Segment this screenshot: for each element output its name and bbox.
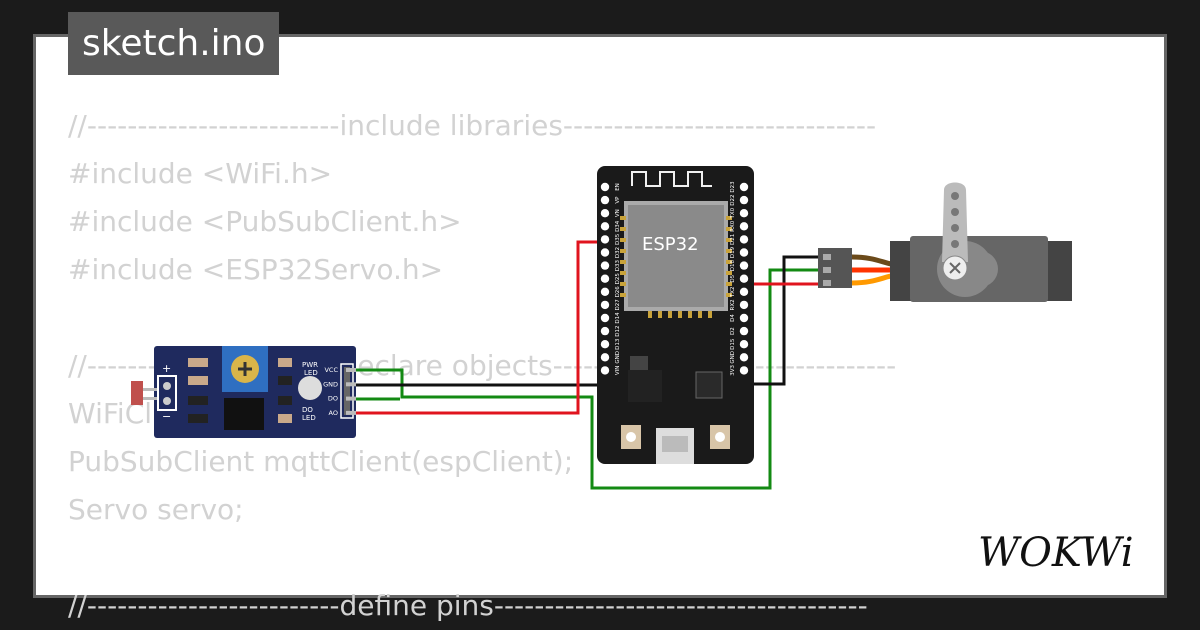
esp32-pin[interactable] — [739, 222, 749, 231]
chip-icon — [224, 398, 264, 430]
sensor-pin-label: DO — [328, 395, 338, 403]
esp32-pin[interactable] — [600, 353, 610, 362]
esp32-pin-label: GND — [615, 351, 621, 364]
esp32-pin-label: RX0 — [730, 220, 736, 232]
esp32-pin-label: D4 — [730, 314, 736, 322]
esp32-label: ESP32 — [642, 234, 699, 255]
esp32-pin-label: D13 — [615, 338, 621, 350]
esp32-pin[interactable] — [739, 287, 749, 296]
wokwi-logo-text: WOKWi — [978, 530, 1134, 576]
esp32-pin[interactable] — [739, 209, 749, 218]
esp32-pin-label: D32 — [615, 247, 621, 258]
antenna-icon — [631, 171, 712, 187]
esp32-pin[interactable] — [739, 366, 749, 375]
esp32-pin[interactable] — [739, 248, 749, 257]
esp32-pin[interactable] — [739, 195, 749, 205]
sensor-pin-label: GND — [323, 380, 338, 388]
sensor-pin[interactable] — [346, 382, 356, 387]
esp32-pin[interactable] — [600, 248, 610, 257]
esp32-pin[interactable] — [600, 261, 610, 270]
wokwi-logo: WOKWi — [978, 530, 1134, 576]
esp32-pin-label: D27 — [615, 299, 621, 311]
esp32-pin-label: D22 — [730, 194, 736, 205]
esp32-pin-label: D5 — [730, 274, 736, 282]
esp32-pin[interactable] — [600, 287, 610, 296]
esp32-pin[interactable] — [739, 313, 749, 323]
sensor-pin[interactable] — [346, 368, 356, 372]
svg-text:PWR: PWR — [302, 361, 318, 369]
esp32-pin-label: D34 — [615, 220, 621, 232]
minus-label: − — [162, 410, 171, 423]
esp32-pin[interactable] — [739, 300, 749, 310]
esp32-pin[interactable] — [739, 274, 749, 283]
sensor-pin[interactable] — [346, 396, 356, 401]
esp32-pin-label: D2 — [730, 327, 736, 335]
esp32-pin[interactable] — [600, 340, 610, 349]
esp32-pin[interactable] — [600, 300, 610, 310]
wire-gnd-right-black[interactable] — [744, 255, 832, 386]
esp32-pin-label: D14 — [615, 312, 621, 324]
esp32-pin[interactable] — [600, 326, 610, 336]
code-line: #include <ESP32Servo.h> — [68, 253, 444, 286]
esp32-pin-label: EN — [615, 183, 621, 191]
esp32-pin-label: D33 — [615, 259, 621, 271]
wire-vcc-green[interactable] — [356, 268, 832, 490]
code-line: Servo servo; — [68, 493, 244, 526]
code-line: #include <PubSubClient.h> — [68, 205, 462, 238]
esp32-pin-label: D21 — [730, 234, 736, 245]
sensor-pin-label: AO — [329, 409, 338, 417]
esp32-pin[interactable] — [739, 340, 749, 349]
esp32-board[interactable]: ESP32 ENVPVND34D35D32D33D25D26D27D14D12D… — [597, 166, 754, 464]
esp32-pin-label: D15 — [730, 338, 736, 350]
esp32-pin[interactable] — [600, 274, 610, 283]
esp32-pin-label: GND — [730, 351, 736, 364]
code-line: PubSubClient mqttClient(espClient); — [68, 445, 574, 478]
esp32-pin[interactable] — [739, 261, 749, 270]
light-sensor-module[interactable]: + − PWR LED DO LED VCC GND DO AO — [131, 346, 356, 438]
esp32-pin[interactable] — [739, 353, 749, 362]
esp32-pin[interactable] — [600, 182, 610, 192]
code-line: //-------------------------define pins--… — [68, 589, 868, 622]
svg-text:LED: LED — [302, 414, 316, 422]
esp32-pin-label: D23 — [730, 181, 736, 193]
esp32-pin[interactable] — [739, 235, 749, 244]
file-tab[interactable]: sketch.ino — [68, 12, 280, 75]
sensor-pin-label: VCC — [324, 366, 338, 374]
esp32-pin[interactable] — [739, 326, 749, 336]
ldr-icon — [131, 381, 143, 405]
wire-ao-red[interactable] — [356, 240, 605, 415]
esp32-pin-label: TX0 — [730, 207, 736, 219]
esp32-pin[interactable] — [600, 235, 610, 244]
sensor-pin[interactable] — [346, 410, 356, 415]
esp32-pin-label: VN — [615, 209, 621, 217]
code-line: #include <WiFi.h> — [68, 157, 333, 190]
esp32-pin-label: D12 — [615, 325, 621, 336]
esp32-pin-label: D35 — [615, 233, 621, 245]
plus-label: + — [162, 362, 171, 375]
esp32-pin[interactable] — [600, 209, 610, 218]
esp32-pin-label: 3V3 — [730, 365, 736, 376]
svg-text:LED: LED — [304, 369, 318, 377]
esp32-pin[interactable] — [600, 366, 610, 375]
esp32-pin[interactable] — [739, 182, 749, 192]
wires — [356, 240, 832, 490]
esp32-pin-label: VIN — [615, 366, 621, 376]
esp32-pin-label: D18 — [730, 259, 736, 271]
esp32-pin-label: D19 — [730, 246, 736, 258]
esp32-pin-label: TX2 — [730, 286, 736, 298]
svg-text:DO: DO — [302, 406, 313, 414]
servo-horn-icon — [942, 182, 968, 262]
code-line: //-------------------------include libra… — [68, 109, 877, 142]
esp32-pin[interactable] — [600, 222, 610, 231]
esp32-pin-label: RX2 — [730, 299, 736, 310]
led-icon — [298, 376, 322, 400]
esp32-pin-label: D26 — [615, 286, 621, 298]
esp32-pin[interactable] — [600, 195, 610, 205]
esp32-pin-label: VP — [615, 196, 621, 204]
esp32-pin-label: D25 — [615, 273, 621, 285]
esp32-pin[interactable] — [600, 313, 610, 323]
servo-motor[interactable] — [890, 182, 1072, 303]
